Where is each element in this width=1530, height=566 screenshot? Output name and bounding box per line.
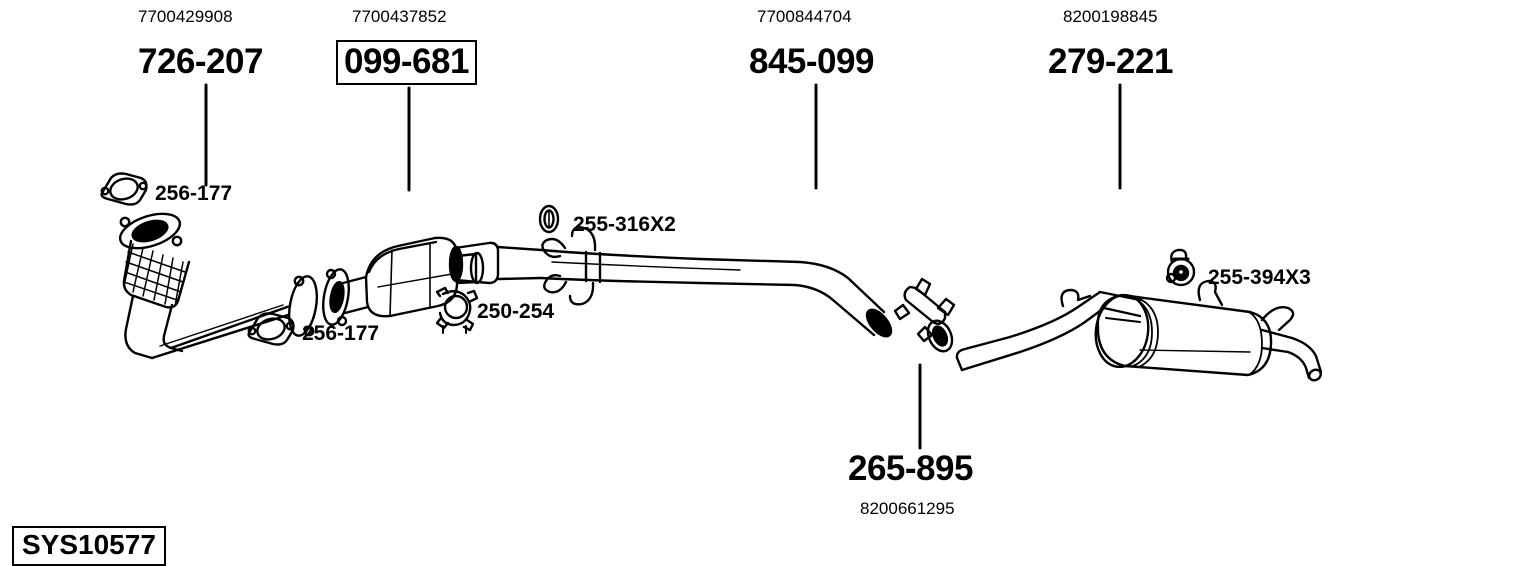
part-code-265-895: 265-895 <box>848 449 973 488</box>
center-pipe-part <box>448 226 893 338</box>
u-bolt-clamp-icon <box>435 286 479 334</box>
part-label-256-177-lower: 256-177 <box>302 322 380 345</box>
flange-gasket-icon-1 <box>100 172 148 206</box>
part-label-255-316X2: 255-316X2 <box>573 213 676 236</box>
leader-lines <box>204 83 1122 450</box>
rubber-hanger-icon <box>538 204 560 234</box>
oem-number-279-221: 8200198845 <box>1063 7 1158 26</box>
part-code-099-681: 099-681 <box>336 40 477 85</box>
flange-gasket-icon-2 <box>247 312 295 346</box>
pipe-clamp-assembly <box>893 277 956 353</box>
front-pipe-part <box>118 212 319 360</box>
rear-muffler-part <box>955 279 1323 382</box>
part-label-255-394X3: 255-394X3 <box>1208 266 1311 289</box>
system-code-badge: SYS10577 <box>12 526 166 566</box>
oem-number-099-681: 7700437852 <box>352 7 447 26</box>
oem-number-265-895: 8200661295 <box>860 499 955 518</box>
oem-number-845-099: 7700844704 <box>757 7 852 26</box>
part-code-726-207: 726-207 <box>138 42 263 81</box>
part-code-279-221: 279-221 <box>1048 42 1173 81</box>
part-label-250-254: 250-254 <box>477 300 555 323</box>
oem-number-726-207: 7700429908 <box>138 7 233 26</box>
rubber-mount-icon <box>1165 248 1196 287</box>
part-code-845-099: 845-099 <box>749 42 874 81</box>
part-label-256-177-upper: 256-177 <box>155 182 233 205</box>
catalytic-converter-part <box>322 236 485 327</box>
